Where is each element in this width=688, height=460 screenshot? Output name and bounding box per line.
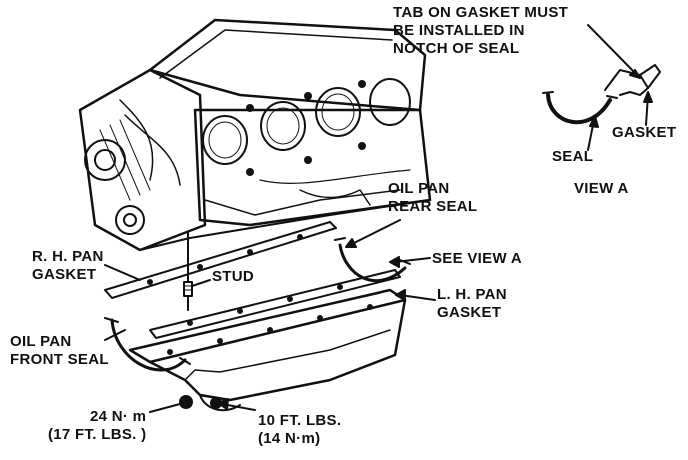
rh-gasket-line-1: R. H. PAN <box>32 248 104 265</box>
gasket-label: GASKET <box>612 124 676 142</box>
rear-seal-line-2: REAR SEAL <box>388 198 478 215</box>
lh-pan-gasket <box>149 269 401 339</box>
see-view-a-label: SEE VIEW A <box>432 250 522 268</box>
torque-right-line-1: 10 FT. LBS. <box>258 412 342 429</box>
rh-pan-gasket <box>104 221 337 299</box>
rh-pan-gasket-label: R. H. PAN GASKET <box>32 248 104 284</box>
torque-right-label: 10 FT. LBS. (14 N·m) <box>258 412 341 448</box>
drain-plug <box>179 395 193 409</box>
tab-note-line-3: NOTCH OF SEAL <box>393 40 520 57</box>
lh-gasket-line-2: GASKET <box>437 304 502 321</box>
gasket-label-text: GASKET <box>612 124 677 141</box>
seal-label-text: SEAL <box>552 148 594 165</box>
torque-right-line-2: (14 N·m) <box>258 430 321 447</box>
view-a-inset <box>542 64 661 125</box>
tab-note-line-1: TAB ON GASKET MUST <box>393 4 569 21</box>
stud-label-text: STUD <box>212 268 255 285</box>
oil-pan-rear-seal-label: OIL PAN REAR SEAL <box>388 180 477 216</box>
lh-pan-gasket-label: L. H. PAN GASKET <box>437 286 507 322</box>
leader-lines <box>104 24 653 413</box>
lh-gasket-line-1: L. H. PAN <box>437 286 507 303</box>
front-seal-line-2: FRONT SEAL <box>10 351 109 368</box>
seal-label: SEAL <box>552 148 593 166</box>
oil-pan-front-seal-label: OIL PAN FRONT SEAL <box>10 333 109 369</box>
view-a-label-text: VIEW A <box>574 180 629 197</box>
oil-pan-front-seal <box>104 317 191 372</box>
torque-left-line-1: 24 N· m <box>90 408 147 425</box>
torque-left-line-2: (17 FT. LBS. ) <box>48 426 147 443</box>
see-view-a-text: SEE VIEW A <box>432 250 522 267</box>
engine-block <box>78 18 432 252</box>
rh-gasket-line-2: GASKET <box>32 266 97 283</box>
view-a-label: VIEW A <box>574 180 629 198</box>
stud-label: STUD <box>212 268 254 286</box>
oil-pan <box>128 288 407 412</box>
rear-seal-line-1: OIL PAN <box>388 180 450 197</box>
torque-left-label: 24 N· m (17 FT. LBS. ) <box>48 408 146 444</box>
stud <box>183 231 193 311</box>
tab-note-line-2: BE INSTALLED IN <box>393 22 525 39</box>
tab-note-label: TAB ON GASKET MUST BE INSTALLED IN NOTCH… <box>393 4 568 58</box>
front-seal-line-1: OIL PAN <box>10 333 72 350</box>
